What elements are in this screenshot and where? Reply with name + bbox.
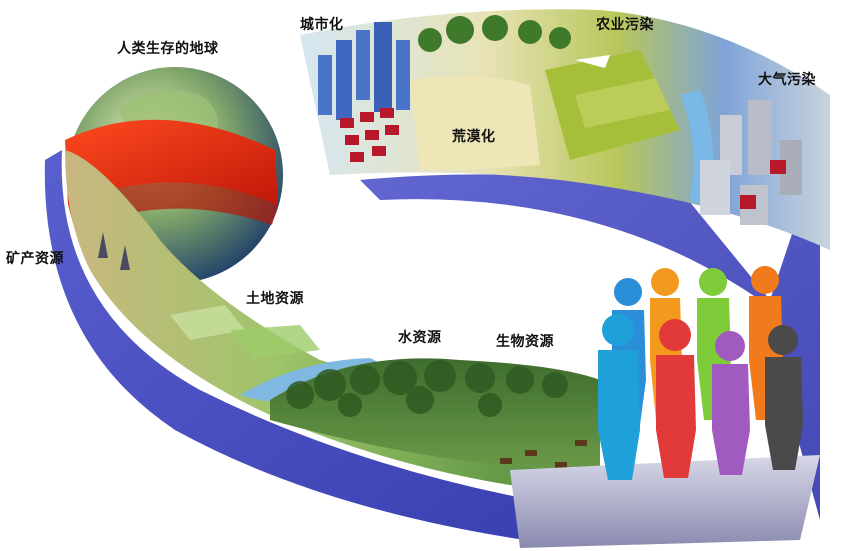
label-agricultural-pollution: 农业污染 — [596, 17, 654, 33]
animals — [500, 440, 587, 468]
airplane-icon — [575, 55, 610, 68]
people-group — [598, 266, 803, 480]
person-icon — [656, 319, 696, 478]
label-urbanization: 城市化 — [300, 17, 344, 33]
person-icon — [765, 325, 803, 470]
lower-band-edge — [44, 150, 561, 545]
desert-area — [410, 76, 540, 170]
label-land-resources: 土地资源 — [246, 291, 304, 307]
people-platform — [510, 455, 820, 548]
person-icon — [712, 331, 750, 475]
top-forest — [418, 15, 571, 52]
label-biological-resources: 生物资源 — [496, 334, 554, 350]
upper-band — [300, 9, 830, 520]
person-icon — [598, 314, 640, 480]
label-water-resources: 水资源 — [398, 330, 442, 346]
farm-fields — [545, 50, 680, 160]
factories — [700, 100, 802, 225]
label-desertification: 荒漠化 — [452, 129, 496, 145]
label-earth: 人类生存的地球 — [117, 41, 219, 57]
globe-red-band — [65, 119, 278, 205]
lower-band — [44, 150, 600, 545]
city-buildings — [318, 22, 410, 162]
label-mineral-resources: 矿产资源 — [6, 251, 64, 267]
label-air-pollution: 大气污染 — [758, 72, 816, 88]
oil-derricks — [98, 232, 130, 270]
